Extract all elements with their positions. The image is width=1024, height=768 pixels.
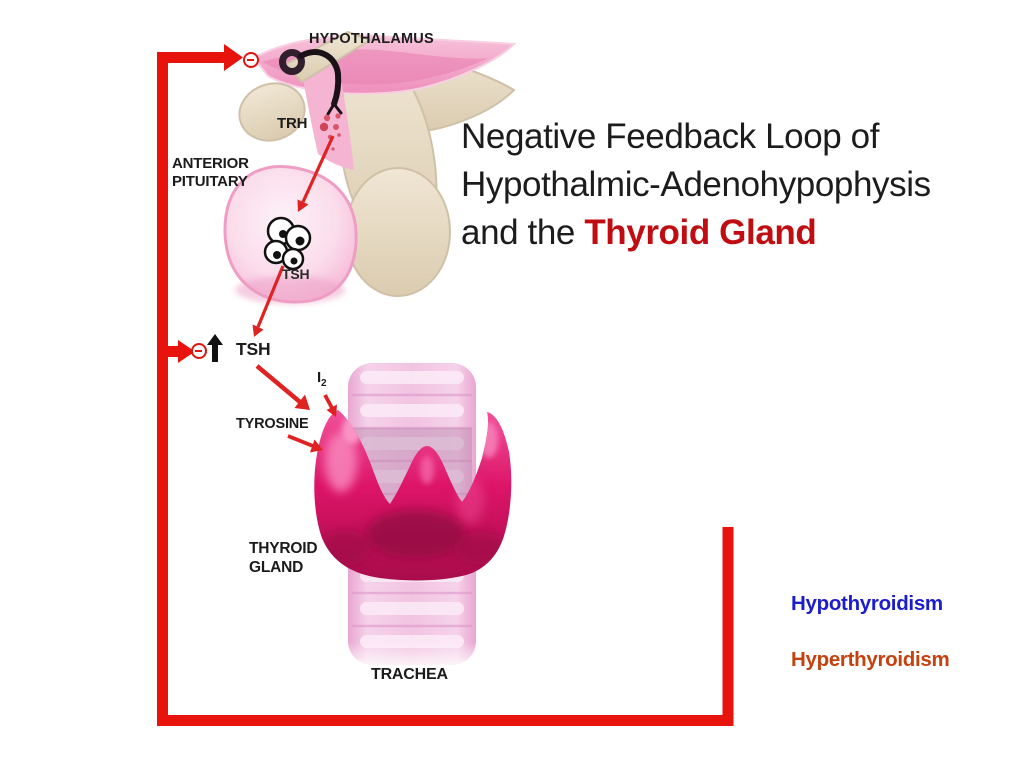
feedback-loop-path <box>157 44 734 726</box>
inhibition-minus-icon <box>243 52 259 68</box>
slide-title-line3: and the Thyroid Gland <box>461 209 931 257</box>
hyperthyroidism-term: Hyperthyroidism <box>791 648 950 671</box>
hypothalamus-label: HYPOTHALAMUS <box>309 31 434 47</box>
tsh-cells-label: TSH <box>282 266 310 282</box>
iodine-symbol: I <box>317 369 321 386</box>
tsh-hormone-label: TSH <box>236 339 271 359</box>
trh-granules <box>319 113 341 151</box>
anterior-pituitary-label: ANTERIOR PITUITARY <box>172 155 249 190</box>
inhibition-minus-icon <box>191 343 207 359</box>
iodine-subscript: 2 <box>320 378 327 389</box>
slide-title-line1: Negative Feedback Loop of <box>461 117 880 156</box>
hypothyroidism-term: Hypothyroidism <box>791 592 943 615</box>
thyroid-gland-label: THYROID GLAND <box>249 540 318 577</box>
anterior-pituitary-label-line2: PITUITARY <box>172 172 248 190</box>
trh-label: TRH <box>277 115 308 132</box>
slide-title-line3-prefix: and the <box>461 213 585 252</box>
iodine-label: I2 <box>317 369 327 389</box>
slide-title-thyroid-gland-highlight: Thyroid Gland <box>584 213 817 252</box>
tyrosine-label: TYROSINE <box>236 416 309 432</box>
increase-up-arrow-icon <box>207 334 223 362</box>
thyroid-gland-label-line1: THYROID <box>249 540 318 557</box>
hormone-arrows <box>252 135 337 453</box>
thyroid-gland-label-line2: GLAND <box>249 558 304 576</box>
posterior-pituitary-shape <box>345 167 451 297</box>
neuron-shape <box>279 49 343 116</box>
trachea-label: TRACHEA <box>371 666 448 683</box>
anterior-pituitary-label-line1: ANTERIOR <box>172 155 249 172</box>
slide-title-line2: Hypothalmic-Adenohypophysis <box>461 165 931 204</box>
slide-title: Negative Feedback Loop of Hypothalmic-Ad… <box>461 113 931 257</box>
tsh-cells-cluster <box>263 216 312 271</box>
